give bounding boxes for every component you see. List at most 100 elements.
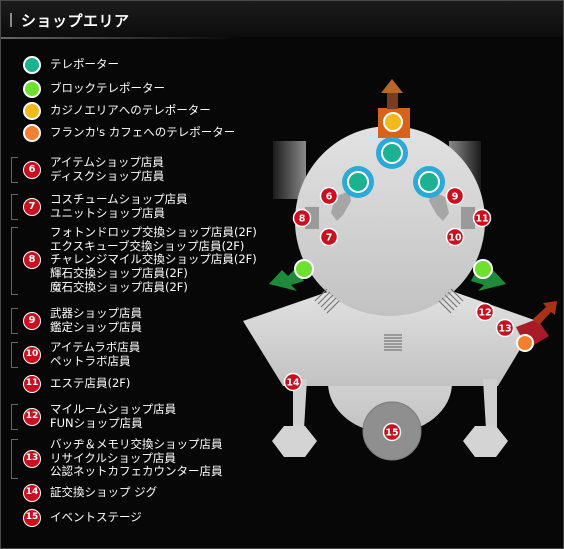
legend-label: アイテムラボ店員ペットラボ店員: [50, 340, 141, 368]
cafe-exit-arrow: [533, 301, 557, 325]
legend-label-line: フランカ's カフェへのテレポーター: [50, 125, 236, 139]
legend-label: 武器ショップ店員鑑定ショップ店員: [50, 306, 142, 334]
legend-label-line: バッヂ＆メモリ交換ショップ店員: [50, 437, 223, 451]
legend-label: カジノエリアへのテレポーター: [50, 103, 211, 118]
cafe-dot-icon: [23, 124, 41, 142]
block-teleporter-right: [473, 259, 493, 279]
marker-6-icon: 6: [23, 161, 41, 179]
map-marker-11: 11: [472, 208, 492, 228]
map-marker-label: 13: [498, 324, 511, 335]
legend-label: コスチュームショップ店員ユニットショップ店員: [50, 192, 188, 220]
stairs-center: [384, 334, 402, 351]
header: ショップエリア: [1, 1, 563, 37]
legend-label-line: フォトンドロップ交換ショップ店員(2F): [50, 225, 257, 239]
legend-label-line: イベントステージ: [50, 510, 142, 524]
teleporter-top: [376, 137, 408, 169]
teleporter-right: [413, 166, 445, 198]
block-dot-icon: [23, 80, 41, 98]
legend-label-line: アイテムショップ店員: [50, 155, 164, 169]
legend-label: テレポーター: [50, 57, 119, 72]
legend-label: フランカ's カフェへのテレポーター: [50, 125, 236, 140]
stairs-right: [438, 288, 464, 314]
map-markers: 6 7 8 9 10 11 12 13 14 15: [283, 186, 515, 442]
cafe-teleporter: [516, 334, 534, 352]
legend-label-line: ディスクショップ店員: [50, 168, 165, 183]
legend-label-line: 武器ショップ店員: [50, 306, 142, 320]
marker-14-icon: 14: [23, 484, 41, 502]
teleporter-left: [342, 166, 374, 198]
legend-label: アイテムショップ店員ディスクショップ店員: [50, 155, 165, 183]
map-marker-label: 8: [299, 214, 306, 225]
legend-label-line: 鑑定ショップ店員: [50, 319, 142, 334]
map-marker-label: 7: [326, 233, 333, 244]
marker-9-icon: 9: [23, 312, 41, 330]
marker-7-icon: 7: [23, 198, 41, 216]
legend-label-line: コスチュームショップ店員: [50, 192, 188, 206]
marker-12-icon: 12: [23, 408, 41, 426]
legend-label-line: FUNショップ店員: [50, 415, 143, 430]
legend-label-line: エクスキューブ交換ショップ店員(2F): [50, 238, 245, 253]
legend-label-line: 証交換ショップ ジグ: [50, 485, 158, 499]
partition-right-inner: [429, 191, 449, 221]
marker-13-icon: 13: [23, 450, 41, 468]
legend-bracket: [11, 439, 18, 480]
map-marker-9: 9: [445, 186, 465, 206]
page-title: ショップエリア: [21, 12, 130, 30]
legend-label: バッヂ＆メモリ交換ショップ店員リサイクルショップ店員公認ネットカフェカウンター店…: [50, 437, 223, 479]
map-marker-label: 11: [475, 214, 488, 225]
legend-label: ブロックテレポーター: [50, 81, 165, 96]
header-accent-bar: [10, 13, 12, 27]
legend-label: イベントステージ: [50, 510, 142, 525]
legend-label-line: ペットラボ店員: [50, 353, 131, 368]
map-marker-12: 12: [475, 302, 495, 322]
legend-bracket: [11, 194, 18, 221]
legend-bracket: [11, 404, 18, 431]
legend-label: 証交換ショップ ジグ: [50, 485, 158, 500]
header-underline: [1, 37, 241, 39]
leg-right: [483, 379, 497, 429]
stairs-left: [314, 288, 340, 314]
casino-teleporter: [383, 112, 403, 132]
marker-15-icon: 15: [23, 509, 41, 527]
map-marker-13: 13: [495, 318, 515, 338]
marker-10-icon: 10: [23, 346, 41, 364]
pad-right: [463, 426, 508, 457]
map-marker-6: 6: [319, 186, 339, 206]
teleporter-dot-icon: [23, 56, 41, 74]
legend-label-line: アイテムラボ店員: [50, 340, 141, 354]
partition-right-outer: [461, 207, 475, 229]
legend-label-line: 公認ネットカフェカウンター店員: [50, 464, 223, 479]
casino-up-arrow: [381, 79, 403, 109]
map-marker-7: 7: [319, 227, 339, 247]
legend-bracket: [11, 157, 18, 184]
map-marker-15: 15: [382, 422, 402, 442]
map-marker-label: 12: [478, 308, 491, 319]
map-marker-14: 14: [283, 372, 303, 392]
legend-bracket: [11, 308, 18, 335]
legend-label-line: チャレンジマイル交換ショップ店員(2F): [50, 252, 257, 267]
legend-label-line: エステ店員(2F): [50, 376, 131, 390]
casino-dot-icon: [23, 102, 41, 120]
legend-label-line: 輝石交換ショップ店員(2F): [50, 266, 188, 281]
map-marker-label: 10: [448, 233, 462, 244]
map-marker-label: 15: [385, 428, 398, 439]
legend-label: エステ店員(2F): [50, 376, 131, 391]
marker-8-icon: 8: [23, 251, 41, 269]
legend-label: フォトンドロップ交換ショップ店員(2F)エクスキューブ交換ショップ店員(2F)チ…: [50, 225, 257, 295]
block-teleporter-left: [294, 259, 314, 279]
leg-left: [293, 379, 307, 429]
map-marker-label: 14: [286, 378, 300, 389]
legend-label-line: リサイクルショップ店員: [50, 450, 176, 465]
legend-label-line: ブロックテレポーター: [50, 81, 165, 95]
marker-11-icon: 11: [23, 375, 41, 393]
legend-label-line: 魔石交換ショップ店員(2F): [50, 279, 188, 294]
legend-bracket: [11, 227, 18, 295]
corridor-left: [273, 141, 306, 199]
pad-left: [272, 426, 317, 457]
legend-label-line: カジノエリアへのテレポーター: [50, 103, 211, 117]
map-marker-label: 9: [452, 192, 459, 203]
map-marker-8: 8: [292, 208, 312, 228]
